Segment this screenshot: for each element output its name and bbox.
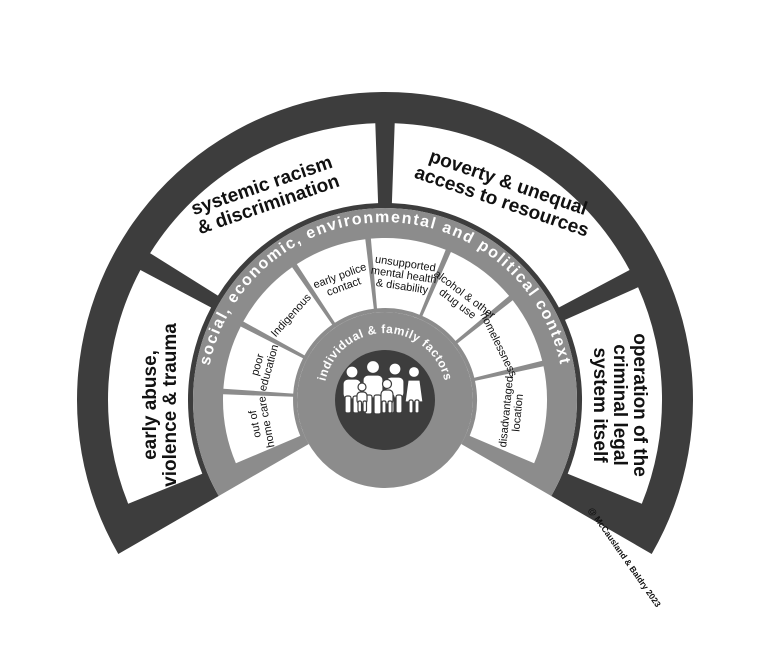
middle-segment-panel [243, 267, 333, 356]
middle-segment-panel [469, 366, 548, 464]
outer-ring [77, 91, 694, 554]
middle-segment-label: unsupportedmental health& disability [368, 253, 438, 297]
outer-segment-panel [108, 270, 212, 504]
middle-segment-panel [223, 394, 301, 464]
outer-segment-panel [150, 123, 379, 296]
outer-segment-panel [391, 123, 630, 308]
middle-segment-panel [457, 300, 543, 378]
outer-segment-panel [565, 287, 663, 504]
middle-segment-panel [296, 239, 374, 323]
middle-ring [192, 208, 577, 496]
middle-segment-panel [370, 237, 446, 315]
middle-segment-panel [422, 252, 510, 341]
family-icon [342, 359, 424, 415]
middle-segment-label: disadvantagedlocation [497, 376, 527, 449]
middle-segment-panel [223, 326, 303, 394]
outer-segment-label: operation of thecriminal legalsystem its… [589, 333, 650, 477]
outer-segment-label: early abuse,violence & trauma [140, 323, 181, 487]
